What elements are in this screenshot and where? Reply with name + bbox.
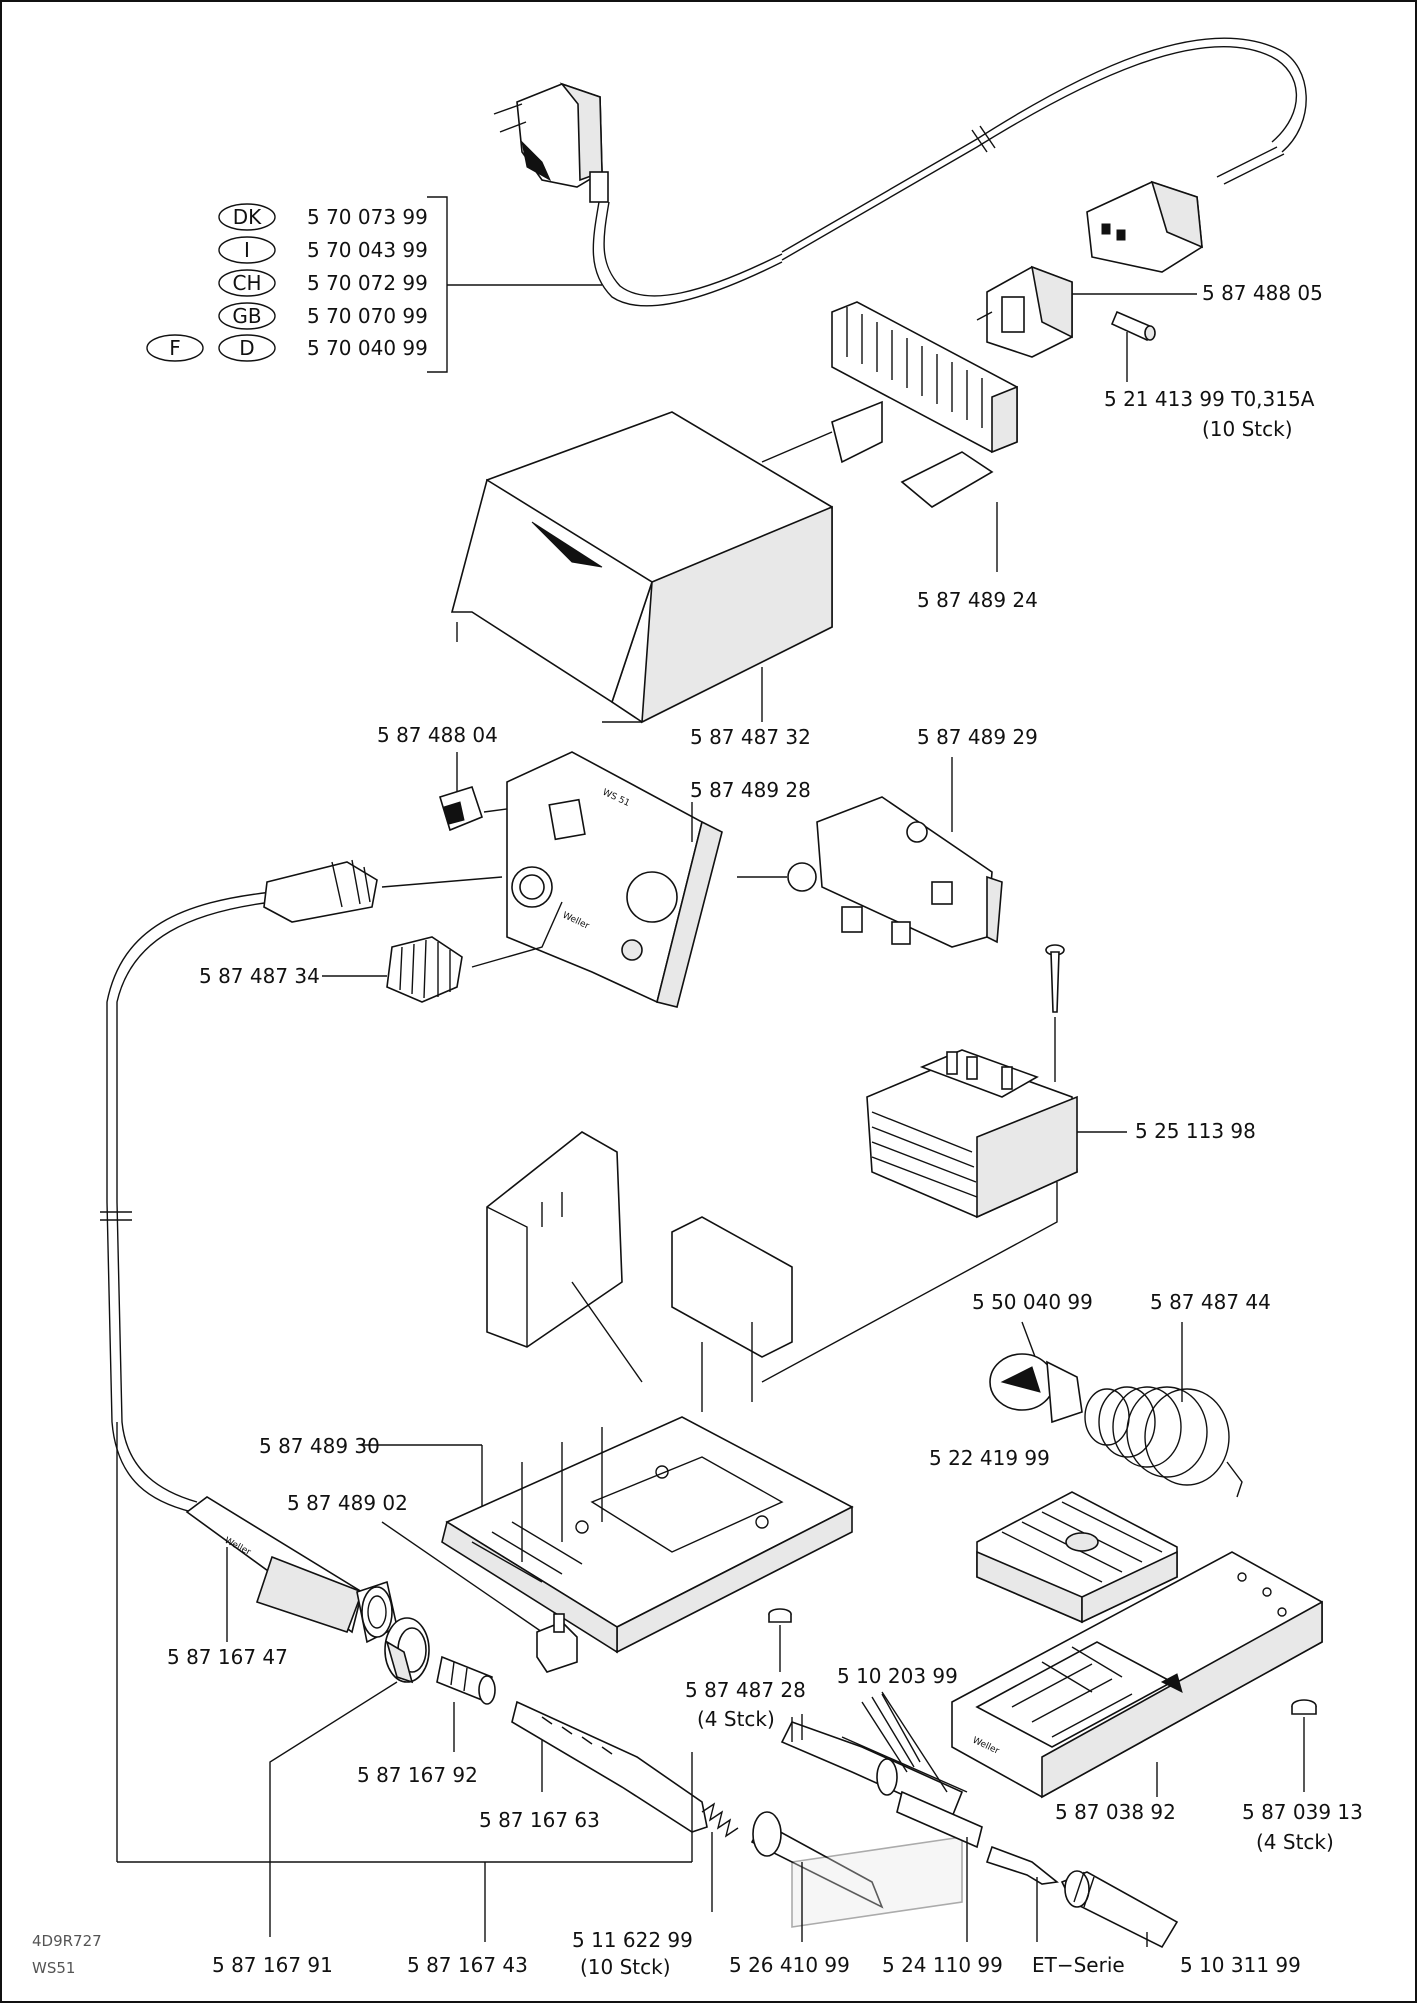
country-part-i: 5 70 043 99: [307, 238, 428, 262]
country-row-f-d: F D 5 70 040 99: [146, 334, 428, 362]
tube-part-label: 5 24 110 99: [882, 1953, 1003, 1977]
tip-series-label: ET−Serie: [1032, 1953, 1125, 1977]
iron-handle: Weller: [185, 1496, 398, 1644]
spiral-holder: [1084, 1322, 1243, 1498]
tip-sleeve: [750, 1811, 963, 1942]
sponge-part-label: 5 22 419 99: [929, 1446, 1050, 1470]
heater-part-label: 5 10 203 99: [837, 1664, 958, 1688]
country-row-dk: DK 5 70 073 99: [218, 203, 428, 231]
base-housing: [362, 1416, 854, 1654]
country-variant-list: DK 5 70 073 99 I 5 70 043 99 CH 5 70 072…: [146, 203, 428, 362]
country-code-i: I: [244, 238, 250, 262]
country-row-i: I 5 70 043 99: [218, 236, 428, 264]
retaining-nut: [436, 1655, 496, 1752]
country-oval-d: [218, 334, 276, 362]
sponge-holder-part-label: 5 50 040 99: [972, 1290, 1093, 1314]
transformer: [761, 1049, 1127, 1383]
country-part-ch: 5 70 072 99: [307, 271, 428, 295]
fuse-qty-label: (10 Stck): [1202, 417, 1293, 441]
country-oval-f: [146, 334, 204, 362]
housing-cover: [450, 411, 833, 724]
iec-connector: [1086, 180, 1203, 273]
pcb-part-label: 5 87 489 29: [917, 725, 1038, 749]
soldering-tip: [985, 1845, 1059, 1942]
contact-carrier: [511, 1700, 708, 1833]
country-part-dk: 5 70 073 99: [307, 205, 428, 229]
power-switch: [439, 752, 523, 832]
feet-qty-label: (4 Stck): [697, 1707, 775, 1731]
iron-cable: [100, 859, 503, 1513]
cable-part-label: 5 87 167 43: [407, 1953, 528, 1977]
grip-ring: [269, 1617, 430, 1937]
front-panel-part-label: 5 87 489 28: [690, 778, 811, 802]
heatsink-bracket: [761, 301, 1018, 572]
circuit-board: [737, 757, 1003, 948]
power-socket: [976, 265, 1197, 358]
base-part-label: 5 87 489 30: [259, 1434, 380, 1458]
iron-stand: Weller: [951, 1551, 1323, 1799]
clamp-part-label: 5 87 489 02: [287, 1491, 408, 1515]
stand-part-label: 5 87 038 92: [1055, 1800, 1176, 1824]
nut-part-label: 5 87 167 92: [357, 1763, 478, 1787]
country-part-f-d: 5 70 040 99: [307, 336, 428, 360]
cover-part-label: 5 87 487 32: [690, 725, 811, 749]
tip-nut: [1060, 1870, 1179, 1949]
grip-ring-part-label: 5 87 167 91: [212, 1953, 333, 1977]
spring-part-label: 5 11 622 99: [572, 1928, 693, 1952]
heating-tube: [896, 1790, 983, 1942]
front-panel: Weller WS 51: [506, 751, 723, 1008]
country-code-dk: DK: [233, 205, 262, 229]
heatsink-part-label: 5 87 489 24: [917, 588, 1038, 612]
fuse: [1110, 310, 1156, 382]
country-code-ch: CH: [232, 271, 261, 295]
stand-foot: [1291, 1699, 1317, 1792]
country-code-d: D: [239, 336, 254, 360]
fuse-part-label: 5 21 413 99 T0,315A: [1104, 387, 1315, 411]
spring-qty-label: (10 Stck): [580, 1955, 671, 1979]
base-foot: [768, 1608, 792, 1672]
country-oval-ch: [218, 269, 276, 297]
transformer-part-label: 5 25 113 98: [1135, 1119, 1256, 1143]
spiral-holder-part-label: 5 87 487 44: [1150, 1290, 1271, 1314]
drawing-code: 4D9R727: [32, 1932, 102, 1950]
cable-clamp: [381, 1521, 578, 1673]
screw: [1045, 944, 1065, 1082]
socket-part-label: 5 87 488 05: [1202, 281, 1323, 305]
mains-plug: [493, 82, 609, 203]
insulating-sheet-left: [486, 1131, 643, 1383]
knob-part-label: 5 87 487 34: [199, 964, 320, 988]
power-cord: [592, 37, 1307, 307]
country-oval-gb: [218, 302, 276, 330]
feet-part-label: 5 87 487 28: [685, 1678, 806, 1702]
spring: [701, 1802, 739, 1912]
stand-feet-qty-label: (4 Stck): [1256, 1830, 1334, 1854]
sponge-holder: [989, 1321, 1083, 1424]
knob: [322, 901, 563, 1003]
switch-part-label: 5 87 488 04: [377, 723, 498, 747]
country-code-f: F: [169, 336, 181, 360]
country-code-gb: GB: [232, 304, 261, 328]
stand-feet-part-label: 5 87 039 13: [1242, 1800, 1363, 1824]
country-oval-dk: [218, 203, 276, 231]
sleeve-part-label: 5 26 410 99: [729, 1953, 850, 1977]
country-oval-i: [218, 236, 276, 264]
insulating-sheet-right: [671, 1216, 793, 1412]
contact-part-label: 5 87 167 63: [479, 1808, 600, 1832]
sponge: [976, 1491, 1178, 1624]
drawing-model: WS51: [32, 1959, 75, 1977]
handle-part-label: 5 87 167 47: [167, 1645, 288, 1669]
country-part-gb: 5 70 070 99: [307, 304, 428, 328]
country-bracket: [427, 196, 602, 373]
cable-assembly-bracket: [116, 1422, 693, 1942]
country-row-ch: CH 5 70 072 99: [218, 269, 428, 297]
tip-nut-part-label: 5 10 311 99: [1180, 1953, 1301, 1977]
country-row-gb: GB 5 70 070 99: [218, 302, 428, 330]
heating-element: [780, 1691, 968, 1819]
